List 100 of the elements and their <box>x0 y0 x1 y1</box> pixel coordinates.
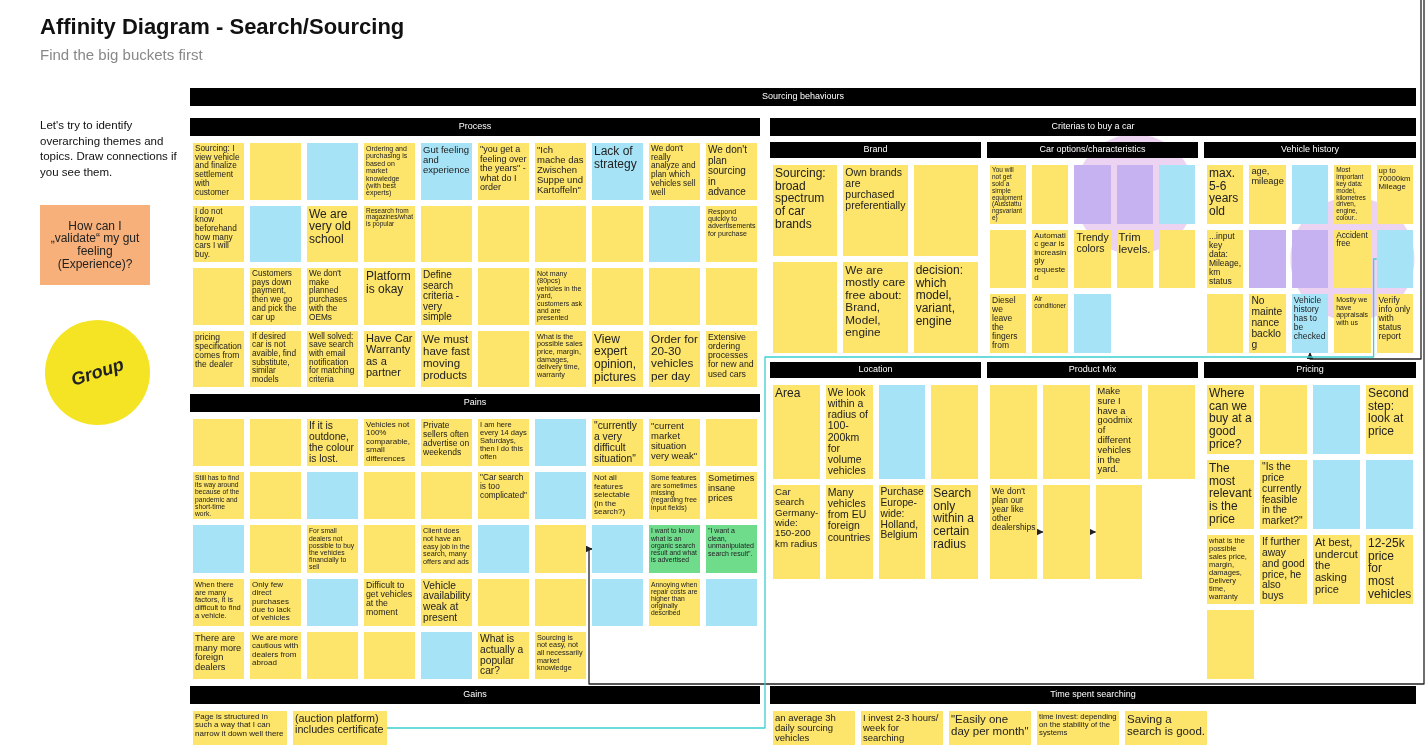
sticky-note: "current market situation very weak" <box>649 419 700 467</box>
sticky-note <box>250 143 301 200</box>
sticky-note: We are more cautious with dealers from abroad <box>250 631 301 679</box>
sticky-note: "currently a very difficult situation" <box>592 419 643 467</box>
sticky-note <box>1042 485 1090 579</box>
sticky-note <box>250 205 301 262</box>
sticky-note <box>913 165 978 256</box>
sticky-note <box>421 205 472 262</box>
section-header: Criterias to buy a car <box>770 118 1416 136</box>
sticky-note <box>1313 385 1360 454</box>
sticky-note: We don't plan sourcing in advance <box>706 143 757 200</box>
sticky-note <box>307 143 358 200</box>
sticky-note: How can I „validate“ my gut feeling (Experience)? <box>40 205 150 285</box>
sticky-note <box>990 229 1027 289</box>
sticky-note <box>1074 294 1111 353</box>
section-header: Brand <box>770 142 981 158</box>
sticky-note: Automatic gear is increasingly requested <box>1032 229 1069 289</box>
sticky-note: We look within a radius of 100-200km for volume vehicles <box>825 385 873 479</box>
sticky-note: Not all features selectable (in the search?) <box>592 472 643 520</box>
sticky-note <box>1074 165 1111 224</box>
sticky-note: We are very old school <box>307 205 358 262</box>
sticky-note: We don't really analyze and plan which vehicles sell well <box>649 143 700 200</box>
section-header: Sourcing behaviours <box>190 88 1416 106</box>
sticky-note: Purchase Europe-wide: Holland, Belgium <box>878 485 926 579</box>
section-header: Gains <box>190 686 760 704</box>
sticky-note: Only few direct purchases due to lack of vehicles <box>250 578 301 626</box>
section-header: Process <box>190 118 760 136</box>
sticky-note <box>1116 165 1153 224</box>
sticky-note: Platform is okay <box>364 268 415 325</box>
section-header: Pricing <box>1204 362 1416 378</box>
sticky-note: We don't plan our year like other dealerships <box>990 485 1037 579</box>
connector-line <box>386 258 1378 729</box>
section-header: Time spent searching <box>770 686 1416 704</box>
sticky-note <box>1095 485 1143 579</box>
section-header: Product Mix <box>987 362 1198 378</box>
sticky-note: Make sure I have a goodmix of different vehicles in the yard. <box>1095 385 1143 479</box>
sticky-note: Diesel we leave the fingers from <box>990 294 1027 353</box>
sticky-note: "Ich mache das Zwischen Suppe und Kartoffeln" <box>535 143 586 200</box>
section-header: Location <box>770 362 981 378</box>
sticky-note <box>878 385 926 479</box>
sticky-note: Customers pays down payment, then we go and pick the car up <box>250 268 301 325</box>
sticky-note: Lack of strategy <box>592 143 643 200</box>
sticky-note: Gut feeling and experience <box>421 143 472 200</box>
sticky-note: (auction platform) includes certificate <box>293 711 387 745</box>
title: Affinity Diagram - Search/Sourcing <box>40 14 406 40</box>
sticky-note: At best, undercut the asking price <box>1313 535 1360 604</box>
sticky-note <box>535 578 586 626</box>
sticky-note: Order for 20-30 vehicles per day <box>649 330 700 387</box>
sticky-note <box>1042 385 1090 479</box>
sticky-note: "Car search is too complicated" <box>478 472 529 520</box>
sticky-note <box>592 268 643 325</box>
sticky-note: Sourcing: I view vehicle and finalize settlement with customer <box>193 143 244 200</box>
sticky-note <box>649 268 700 325</box>
sticky-note <box>706 419 757 467</box>
sticky-note <box>1313 460 1360 529</box>
sticky-note: Trim levels. <box>1116 229 1153 289</box>
connector-arrow <box>585 0 1425 685</box>
sticky-note: I invest 2-3 hours/ week for searching <box>861 711 943 745</box>
sticky-note <box>421 631 472 679</box>
sticky-note: Where can we buy at a good price? <box>1207 385 1254 454</box>
sticky-note: Sourcing: broad spectrum of car brands <box>773 165 838 256</box>
section-header: Car options/characteristics <box>987 142 1198 158</box>
sticky-note: max. 5-6 years old <box>1207 165 1244 224</box>
sticky-note <box>478 525 529 573</box>
section-header: Pains <box>190 394 760 412</box>
sticky-note <box>1207 610 1254 679</box>
sticky-note: Sometimes insane prices <box>706 472 757 520</box>
sticky-note: Search only within a certain radius <box>931 485 978 579</box>
sticky-note: Saving a search is good. <box>1125 711 1207 745</box>
sticky-note <box>478 330 529 387</box>
sticky-note: "Easily one day per month" <box>949 711 1031 745</box>
sticky-note <box>706 268 757 325</box>
instruction-text: Let's try to identify overarching themes and topics. Draw connections if you see them. <box>40 118 178 180</box>
sticky-note <box>250 525 301 573</box>
sticky-note: Car search Germany-wide: 150-200 km radius <box>773 485 820 579</box>
sticky-note: Many vehicles from EU foreign countries <box>825 485 873 579</box>
sticky-note <box>535 472 586 520</box>
sticky-note <box>307 472 358 520</box>
sticky-note <box>592 205 643 262</box>
sticky-note <box>421 472 472 520</box>
sticky-note <box>1249 229 1286 289</box>
sticky-note: Second step: look at price <box>1366 385 1413 454</box>
sticky-note: Accident free <box>1334 229 1371 289</box>
sticky-note <box>478 578 529 626</box>
sticky-note <box>364 472 415 520</box>
sticky-note <box>307 631 358 679</box>
sticky-note: pricing specification comes from the dealer <box>193 330 244 387</box>
sticky-note <box>307 578 358 626</box>
sticky-note: Trendy colors <box>1074 229 1111 289</box>
sticky-note <box>931 385 978 479</box>
sticky-note: 12-25k price for most vehicles <box>1366 535 1413 604</box>
sticky-note <box>1207 294 1244 353</box>
sticky-note: What is actually a popular car? <box>478 631 529 679</box>
sticky-note <box>773 262 838 353</box>
sticky-note <box>1158 229 1195 289</box>
sticky-note <box>535 419 586 467</box>
sticky-note <box>1148 385 1195 479</box>
sticky-note <box>193 268 244 325</box>
sticky-note: View expert opinion, pictures <box>592 330 643 387</box>
connector-arrow <box>1036 528 1044 536</box>
